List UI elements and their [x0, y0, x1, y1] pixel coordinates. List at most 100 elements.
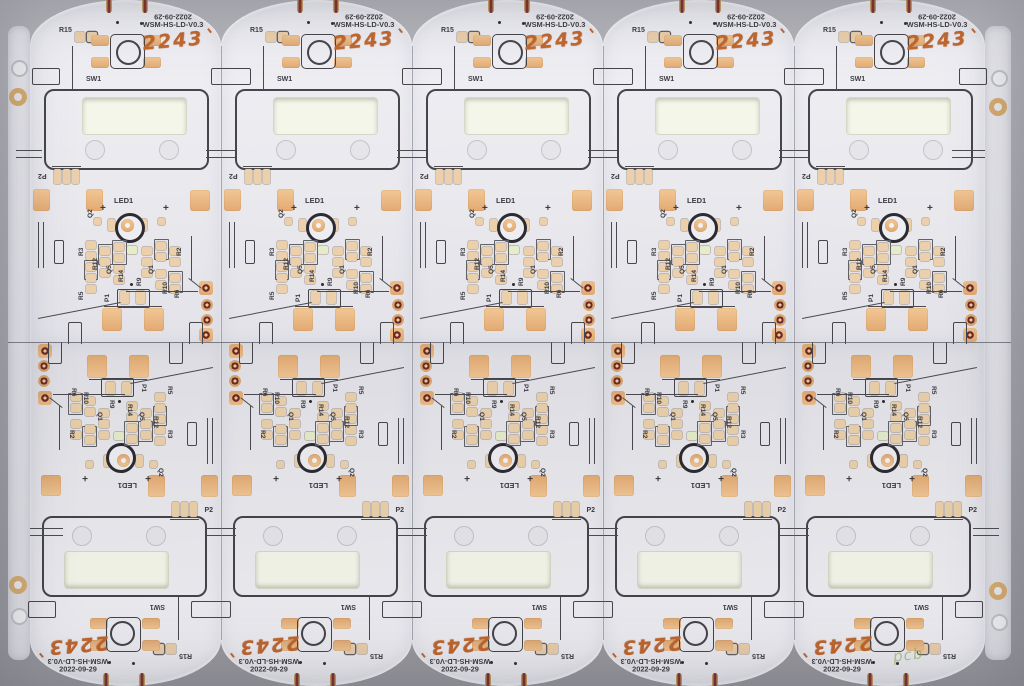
smd-pad — [127, 424, 137, 432]
trace — [191, 236, 193, 280]
ref-label-r14: R14 — [691, 269, 698, 282]
polarity-plus-mark: + — [864, 203, 870, 214]
smd-pad — [864, 258, 874, 266]
ref-label-r14: R14 — [126, 404, 133, 417]
test-point — [392, 314, 404, 326]
smd-pad — [86, 241, 96, 249]
test-point — [965, 299, 977, 311]
switch-button-circle — [307, 40, 332, 65]
smd-pad — [453, 404, 463, 412]
display-window-cutout — [64, 551, 169, 589]
smd-pad — [114, 254, 124, 262]
castellation-slot — [906, 0, 912, 13]
ref-label-q1: Q1 — [669, 412, 676, 421]
smd-pad — [468, 274, 478, 282]
fiducial-dot — [689, 21, 692, 24]
smd-pad — [920, 281, 930, 289]
connector-anchor-pad — [659, 189, 676, 211]
connector-pin-pad — [381, 502, 388, 517]
ref-label-q5: Q5 — [679, 265, 686, 274]
connector-pin-pad — [818, 169, 825, 184]
smd-pad — [905, 420, 915, 428]
smd-pad — [347, 270, 357, 278]
ref-label-p1: P1 — [140, 384, 147, 393]
switch-pad — [907, 35, 925, 46]
fiducial-dot — [331, 22, 334, 25]
castellation-slot — [867, 673, 873, 686]
ref-label-q2: Q2 — [278, 209, 285, 218]
connector-pin-pad — [172, 502, 179, 517]
plated-hole — [9, 88, 27, 106]
ref-label-r5: R5 — [930, 386, 937, 395]
smd-pad — [524, 247, 534, 255]
batch-number: 2243 — [428, 631, 492, 659]
mount-hole — [337, 526, 357, 546]
smd-pad — [150, 461, 157, 468]
smd-pad — [361, 247, 371, 255]
batch-handwriting: 2243 — [35, 631, 121, 660]
trace — [486, 306, 544, 308]
trace — [508, 291, 580, 293]
switch-button-circle — [689, 40, 714, 65]
ref-label-r5: R5 — [166, 386, 173, 395]
test-point — [774, 299, 786, 311]
ref-label-r14: R14 — [317, 404, 324, 417]
led-center-dot — [507, 223, 512, 228]
switch-pad — [143, 35, 161, 46]
smd-pad — [849, 425, 859, 433]
smd-pad — [482, 269, 492, 277]
trace — [435, 393, 507, 395]
castellation-slot — [297, 0, 303, 13]
mount-hole — [146, 526, 166, 546]
bottom-anchor-pad — [675, 308, 695, 331]
polarity-plus-mark: + — [163, 203, 169, 214]
smd-pad — [644, 420, 654, 428]
smd-pad — [715, 269, 725, 277]
smd-pad — [99, 420, 109, 428]
smd-pad — [672, 431, 682, 439]
smd-pad — [905, 431, 915, 439]
switch-pad — [715, 618, 733, 629]
ref-label-r2: R2 — [176, 247, 183, 256]
smd-pad — [532, 461, 539, 468]
trace — [126, 291, 198, 293]
connector-pin-pad — [245, 169, 252, 184]
castellation-slot — [903, 673, 909, 686]
ref-label-r9: R9 — [327, 277, 334, 286]
batch-tick-mark — [230, 653, 235, 659]
connector-anchor-pad — [224, 189, 241, 211]
smd-pad — [858, 218, 865, 225]
connector-pin-pad — [181, 502, 188, 517]
connector-pin-pad — [627, 169, 634, 184]
ref-label-r6: R6 — [452, 388, 459, 397]
fiducial-dot — [882, 400, 885, 403]
test-point — [390, 281, 404, 295]
castellation-slot — [330, 673, 336, 686]
test-point — [581, 281, 595, 295]
ref-label-r12: R12 — [916, 416, 923, 429]
mount-hole — [528, 526, 548, 546]
smd-pad — [509, 246, 519, 254]
batch-tick-mark — [612, 653, 617, 659]
connector-pin-pad — [709, 291, 718, 304]
resistor-pad — [357, 644, 367, 654]
bottom-anchor-pad — [87, 355, 107, 378]
switch-pad — [906, 618, 924, 629]
polarity-plus-mark: + — [927, 203, 933, 214]
smd-pad — [922, 218, 929, 225]
smd-pad — [305, 254, 315, 262]
switch-pad — [716, 57, 734, 68]
smd-pad — [347, 242, 357, 250]
ref-label-p2: P2 — [420, 172, 429, 179]
smd-pad — [333, 269, 343, 277]
trace — [280, 378, 338, 380]
smd-pad — [481, 420, 491, 428]
ref-label-led1: LED1 — [499, 481, 519, 490]
silkscreen-model: WSM-HS-LD-V0.3 — [142, 20, 204, 30]
trace — [677, 306, 735, 308]
mount-hole — [849, 140, 869, 160]
display-window-cutout — [255, 551, 360, 589]
connector-pin-pad — [72, 169, 79, 184]
silkscreen-date: 2022-09-29 — [632, 664, 670, 674]
connector-pin-pad — [693, 291, 702, 304]
